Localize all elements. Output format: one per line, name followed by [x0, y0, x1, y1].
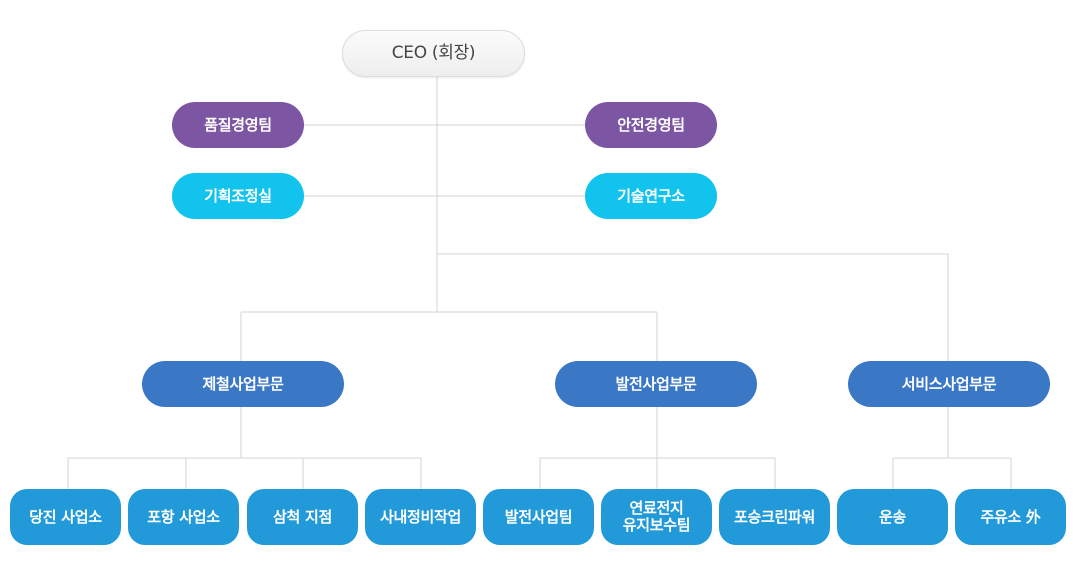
safety-management-team-node: 안전경영팀 — [585, 102, 717, 148]
fuel-cell-maintenance-node: 연료전지 유지보수팀 — [601, 489, 712, 545]
internal-maintenance-node: 사내정비작업 — [365, 489, 476, 545]
quality-management-team-node: 품질경영팀 — [172, 102, 304, 148]
steel-division-node: 제철사업부문 — [142, 361, 344, 407]
planning-office-node: 기획조정실 — [172, 173, 304, 219]
poseung-clean-power-node: 포승크린파워 — [719, 489, 830, 545]
dangjin-office-node: 당진 사업소 — [10, 489, 121, 545]
samcheok-branch-node: 삼척 지점 — [247, 489, 358, 545]
pohang-office-node: 포항 사업소 — [128, 489, 239, 545]
gas-station-node: 주유소 外 — [955, 489, 1066, 545]
research-institute-node: 기술연구소 — [585, 173, 717, 219]
transport-node: 운송 — [837, 489, 948, 545]
service-division-node: 서비스사업부문 — [848, 361, 1050, 407]
power-business-team-node: 발전사업팀 — [483, 489, 594, 545]
ceo-node: CEO (회장) — [342, 30, 525, 77]
power-division-node: 발전사업부문 — [555, 361, 757, 407]
